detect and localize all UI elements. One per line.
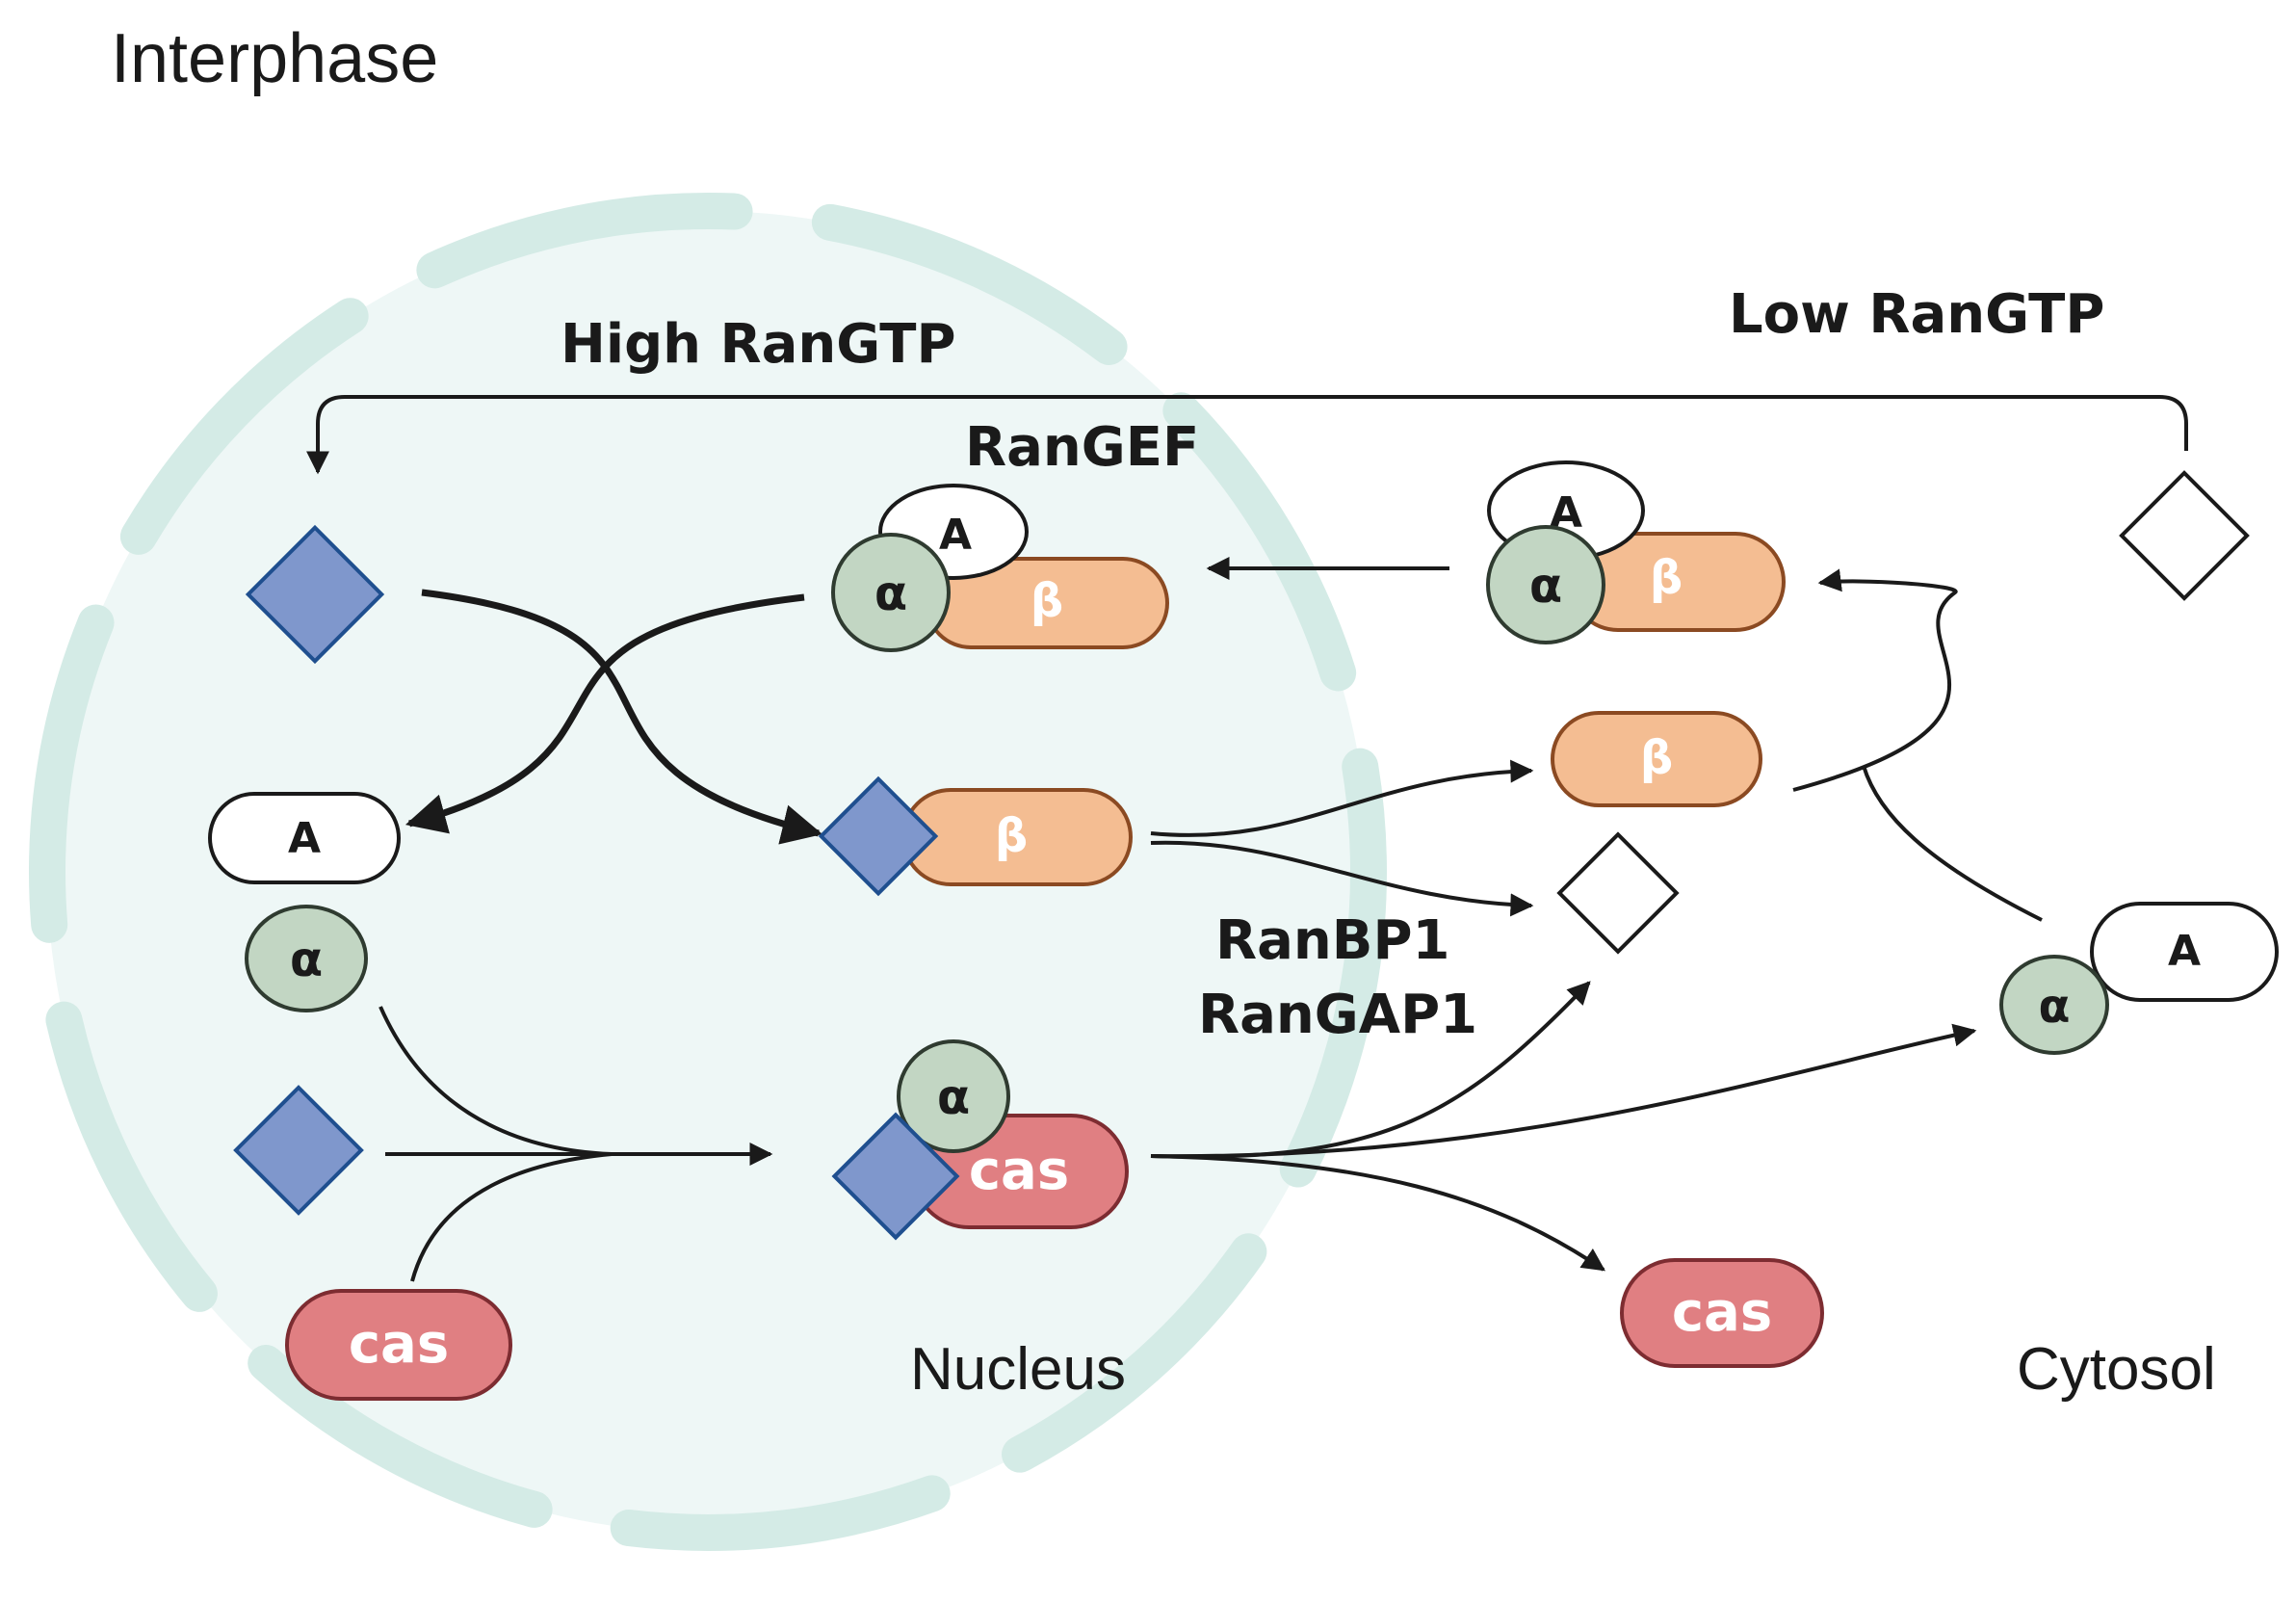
cargo-A-label: A — [2168, 927, 2201, 976]
ran-gtp-beta-complex: β — [818, 775, 1133, 897]
beta-label: β — [995, 809, 1028, 863]
arrow-import-release — [404, 593, 805, 834]
arrow-cas-merge — [410, 1152, 613, 1282]
label-low-rangtp: Low RanGTP — [1729, 283, 2104, 346]
arrow-to-ran-gdp — [1150, 840, 1534, 917]
arrow-beta-reassembly — [1792, 568, 1958, 792]
label-high-rangtp: High RanGTP — [561, 313, 956, 376]
cas-free-nucleus: cas — [285, 1289, 512, 1401]
beta-label: β — [1031, 574, 1063, 628]
ran-gdp-cytosol-1 — [2119, 470, 2250, 601]
importin-alpha-free: α — [245, 905, 368, 1012]
ran-gdp-cytosol-2 — [1556, 831, 1680, 955]
cargo-A-free: A — [208, 792, 401, 884]
molecules: β A α β A α A α — [208, 460, 2279, 1401]
beta-label: β — [1640, 731, 1673, 785]
label-cytosol: Cytosol — [2017, 1336, 2216, 1403]
cargo-A-label: A — [939, 511, 972, 560]
cas-label: cas — [969, 1140, 1069, 1202]
arrow-alpha-joins — [1862, 765, 2043, 922]
reaction-arrows — [306, 395, 2188, 1282]
cargo-A-label: A — [288, 814, 321, 863]
alpha-label: α — [874, 565, 907, 621]
alpha-label: α — [937, 1069, 970, 1125]
arrow-export-return — [306, 395, 2188, 475]
label-ranbp1: RanBP1 — [1215, 909, 1449, 972]
label-rangap1: RanGAP1 — [1198, 984, 1477, 1046]
nuclear-envelope — [29, 193, 1387, 1551]
importin-beta-free: β — [1551, 711, 1762, 807]
arrow-ran-to-beta — [421, 589, 823, 845]
arrow-alpha-cas-merge — [378, 1006, 613, 1156]
beta-label: β — [1650, 551, 1683, 605]
arrow-complex-to-cas — [1150, 1154, 1605, 1272]
cas-label: cas — [349, 1313, 449, 1376]
alpha-label: α — [2039, 980, 2071, 1034]
ran-gtp-nucleus-1 — [245, 524, 385, 665]
label-nucleus: Nucleus — [910, 1336, 1126, 1403]
label-rangef: RanGEF — [965, 416, 1199, 479]
arrow-complex-to-alpha — [1150, 1023, 1977, 1159]
importin-alpha-cargo-cytosol: A α — [1999, 902, 2279, 1055]
labels: Interphase High RanGTP Low RanGTP RanGEF… — [111, 20, 2216, 1403]
importin-complex-cytosol: β A α — [1486, 460, 1786, 644]
alpha-label: α — [290, 932, 323, 987]
cas-free-cytosol: cas — [1620, 1258, 1824, 1368]
arrow-to-free-beta — [1150, 759, 1534, 837]
cas-label: cas — [1672, 1281, 1772, 1344]
diagram-title: Interphase — [111, 20, 438, 97]
export-complex: cas α — [831, 1039, 1129, 1241]
importin-complex-nucleus: β A α — [831, 484, 1169, 652]
ran-gtp-nucleus-2 — [233, 1085, 364, 1216]
alpha-label: α — [1529, 558, 1562, 614]
